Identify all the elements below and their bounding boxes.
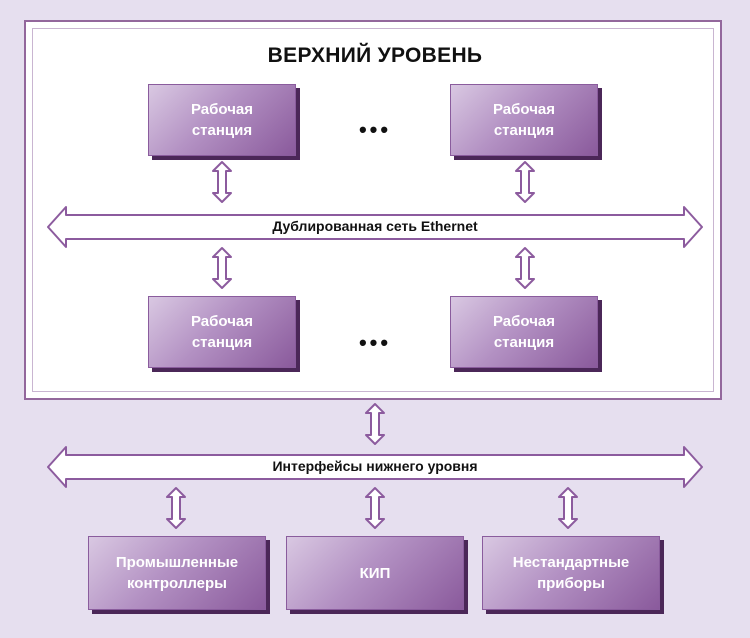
- connector-bus-controllers: [166, 487, 186, 529]
- upper-level-frame: [24, 20, 722, 400]
- kip-box: КИП: [286, 536, 464, 610]
- upper-level-title: ВЕРХНИЙ УРОВЕНЬ: [267, 44, 483, 67]
- connector-bus-kip: [365, 487, 385, 529]
- workstation-box-bottom-left: Рабочая станция: [148, 296, 296, 368]
- ellipsis-top: •••: [358, 117, 392, 142]
- controllers-box: Промышленные контроллеры: [88, 536, 266, 610]
- nonstandard-devices-box: Нестандартные приборы: [482, 536, 660, 610]
- workstation-box-top-left: Рабочая станция: [148, 84, 296, 156]
- ellipsis-bottom: •••: [358, 330, 392, 355]
- workstation-box-bottom-right: Рабочая станция: [450, 296, 598, 368]
- connector-ethernet-ws4: [515, 247, 535, 289]
- connector-ws1-ethernet: [212, 161, 232, 203]
- connector-ethernet-ws3: [212, 247, 232, 289]
- ethernet-bus-label: Дублированная сеть Ethernet: [272, 218, 478, 234]
- workstation-box-top-right: Рабочая станция: [450, 84, 598, 156]
- ethernet-bus-arrow: [47, 206, 703, 248]
- connector-bus-nonstandard: [558, 487, 578, 529]
- lower-interface-bus-arrow: [47, 446, 703, 488]
- connector-upper-lower-bus: [365, 403, 385, 445]
- connector-ws2-ethernet: [515, 161, 535, 203]
- lower-bus-label: Интерфейсы нижнего уровня: [272, 458, 478, 474]
